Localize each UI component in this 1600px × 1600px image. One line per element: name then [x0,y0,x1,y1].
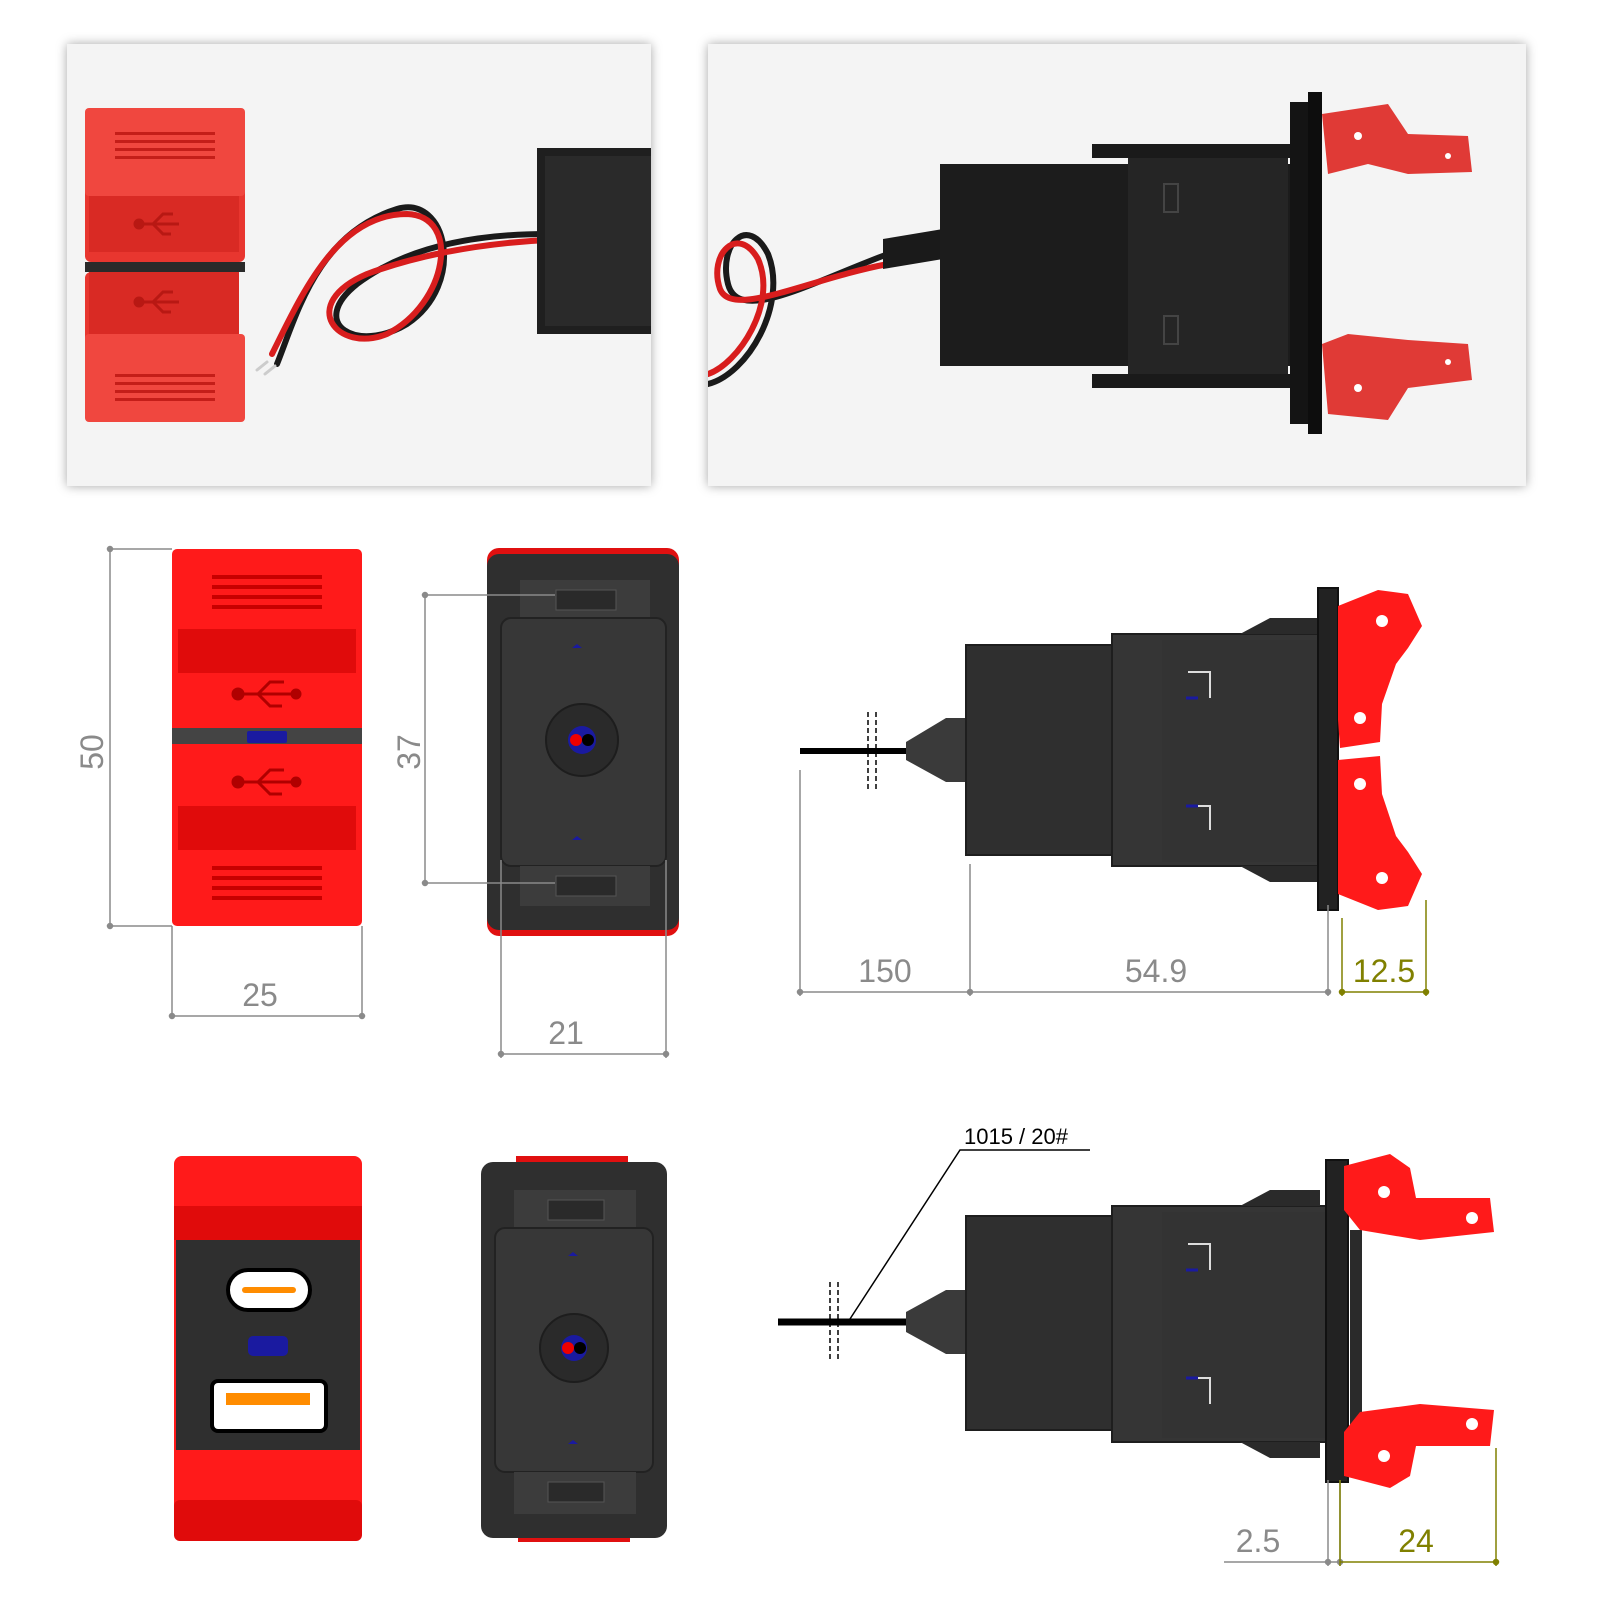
red-clip-bottom-photo [1322,334,1472,420]
usb-a-port-icon [210,1379,328,1433]
wires-photo [255,204,550,376]
wires-photo-side [708,232,891,387]
dim-label-54-9: 54.9 [1125,953,1187,989]
back-view-socket-2 [481,1156,667,1542]
photo-front-graphic [85,108,651,422]
dim-label-21: 21 [548,1015,584,1051]
red-clip-top-2 [1344,1154,1494,1240]
dim-clip-length [1339,1448,1500,1566]
dim-width-front [168,926,366,1020]
wire-spec-leader [847,1149,1090,1323]
red-clip-top-photo [1322,104,1472,174]
side-view-module [800,587,1422,911]
dim-label-12-5: 12.5 [1353,953,1415,989]
dim-label-37: 37 [391,734,427,770]
red-clip-bottom-2 [1344,1404,1494,1488]
front-view-red-socket [172,549,362,926]
red-socket-photo [85,108,245,422]
dim-label-50: 50 [74,734,110,770]
usb-icon [231,680,302,796]
dim-label-24: 24 [1398,1523,1434,1559]
led-indicator-2 [248,1336,288,1356]
dim-label-150: 150 [858,953,911,989]
red-clip-top [1338,590,1422,748]
dim-panel-thickness [1224,1480,1344,1566]
red-clip-bottom [1338,756,1422,910]
front-view-usb-ports [174,1156,362,1541]
dim-label-2-5: 2.5 [1236,1523,1280,1559]
dim-clip-depth [1338,900,1430,996]
photo-front-view [67,44,651,486]
dim-side-row1 [796,770,1332,996]
side-view-module-2 [778,1154,1494,1488]
usb-c-port-icon [226,1268,312,1312]
led-indicator [247,731,287,743]
dim-label-25: 25 [242,977,278,1013]
dim-height-back [421,591,555,887]
photo-side-graphic [708,92,1472,434]
dim-height-front [106,545,172,930]
wire-spec-label: 1015 / 20# [964,1124,1069,1149]
back-view-socket [487,548,679,936]
usb-icon [133,212,179,314]
dim-width-back [497,860,670,1058]
photo-side-view [708,44,1526,486]
